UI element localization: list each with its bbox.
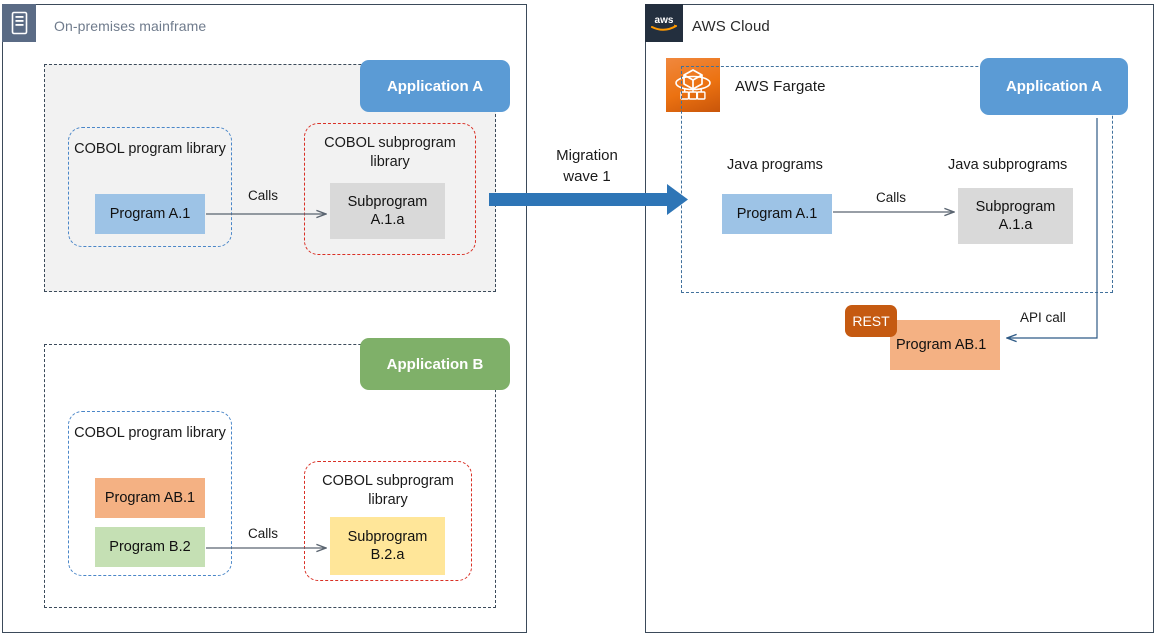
subprogram-b2a-box: Subprogram B.2.a bbox=[330, 517, 445, 575]
cobol-program-library-b-label: COBOL program library bbox=[74, 425, 226, 441]
cobol-subprogram-library-a-label: COBOL subprogram library bbox=[324, 135, 456, 170]
java-programs-label: Java programs bbox=[727, 157, 823, 173]
mainframe-icon bbox=[2, 4, 36, 42]
on-premises-title: On-premises mainframe bbox=[54, 18, 207, 34]
program-a1-box: Program A.1 bbox=[95, 194, 205, 234]
fargate-label: AWS Fargate bbox=[735, 78, 826, 95]
migration-wave-label: Migration wave 1 bbox=[556, 147, 618, 185]
aws-cloud-title: AWS Cloud bbox=[692, 18, 770, 35]
program-ab1-cloud-box: Program AB.1 bbox=[890, 320, 1000, 370]
application-a-cloud-badge: Application A bbox=[980, 58, 1128, 115]
program-ab1-box: Program AB.1 bbox=[95, 478, 205, 518]
cobol-subprogram-library-a: COBOL subprogram library bbox=[304, 123, 476, 255]
cobol-program-library-a: COBOL program library bbox=[68, 127, 232, 247]
java-program-a1-box: Program A.1 bbox=[722, 194, 832, 234]
subprogram-a1a-box: Subprogram A.1.a bbox=[330, 183, 445, 239]
rest-badge: REST bbox=[845, 305, 897, 337]
cobol-program-library-a-label: COBOL program library bbox=[74, 141, 226, 157]
cobol-subprogram-library-b: COBOL subprogram library bbox=[304, 461, 472, 581]
aws-logo: aws bbox=[645, 4, 683, 42]
cobol-program-library-b: COBOL program library bbox=[68, 411, 232, 576]
calls-label-app-b: Calls bbox=[248, 526, 279, 541]
calls-label-app-a: Calls bbox=[248, 188, 279, 203]
svg-text:aws: aws bbox=[655, 15, 674, 26]
java-subprograms-label: Java subprograms bbox=[948, 157, 1068, 173]
application-b-badge: Application B bbox=[360, 338, 510, 390]
fargate-icon bbox=[666, 58, 720, 112]
calls-label-java: Calls bbox=[876, 190, 907, 205]
program-b2-box: Program B.2 bbox=[95, 527, 205, 567]
cobol-subprogram-library-b-label: COBOL subprogram library bbox=[322, 473, 454, 508]
api-call-label: API call bbox=[1020, 310, 1066, 325]
application-a-badge: Application A bbox=[360, 60, 510, 112]
fargate-region bbox=[681, 66, 1113, 293]
java-subprogram-a1a-box: Subprogram A.1.a bbox=[958, 188, 1073, 244]
